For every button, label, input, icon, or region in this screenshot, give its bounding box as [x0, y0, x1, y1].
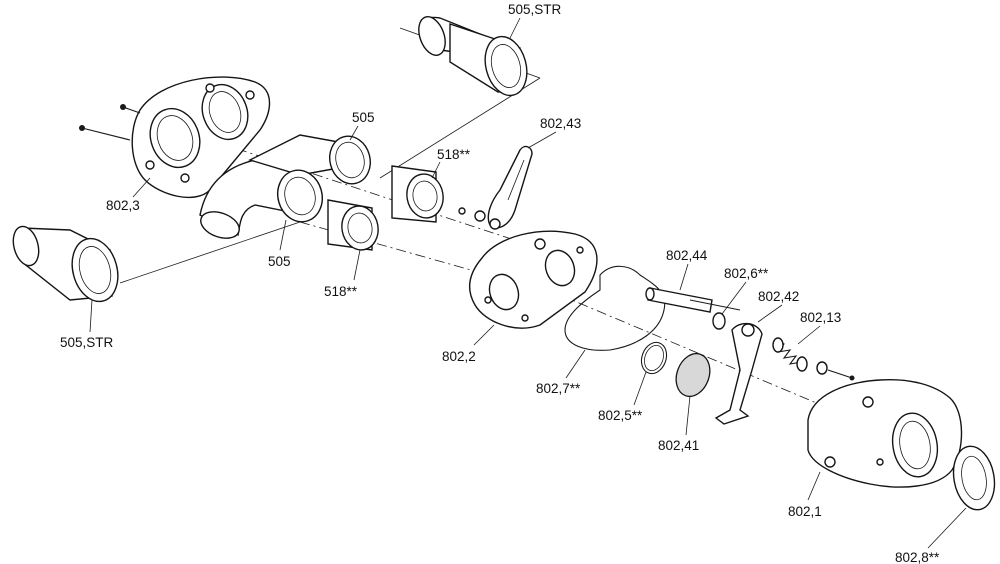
label-802-13: 802,13: [800, 310, 841, 325]
label-505-str-left: 505,STR: [60, 335, 114, 350]
label-802-44: 802,44: [666, 248, 708, 263]
label-802-3: 802,3: [106, 198, 140, 213]
label-505-top: 505: [352, 110, 375, 125]
screw-washer: [458, 207, 486, 222]
ring-802-6: [712, 312, 726, 330]
label-505-bottom: 505: [268, 254, 291, 269]
label-802-8: 802,8**: [895, 550, 940, 564]
part-labels: 505,STR 505,STR 505 505 518** 518** 802,…: [60, 2, 940, 564]
valve-seat-518-top: [391, 165, 444, 223]
hose-tail-left: [12, 225, 119, 303]
gasket-802-7: [564, 265, 666, 351]
seal-802-8: [952, 445, 996, 511]
label-802-6: 802,6**: [724, 266, 769, 281]
label-802-1: 802,1: [788, 504, 822, 519]
oring-802-5: [640, 341, 668, 375]
label-802-7: 802,7**: [536, 381, 581, 396]
shaft-802-44: [645, 287, 741, 313]
handle-802-42: [714, 323, 763, 425]
elbow-505: [199, 134, 371, 239]
lever-802-43: [487, 145, 533, 230]
label-802-5: 802,5**: [598, 408, 643, 423]
label-leaders: [89, 17, 967, 549]
label-802-42: 802,42: [758, 289, 799, 304]
hose-tail-top: [418, 16, 528, 97]
valve-seat-518-bottom: [327, 199, 379, 251]
plate-802-2: [468, 230, 598, 329]
label-802-43: 802,43: [540, 116, 581, 131]
spring-802-13: [772, 337, 855, 381]
label-802-2: 802,2: [442, 349, 476, 364]
label-802-41: 802,41: [658, 438, 699, 453]
cover-802-1: [807, 378, 963, 488]
label-518-bottom: 518**: [324, 284, 358, 299]
label-518-top: 518**: [437, 147, 471, 162]
diaphragm-802-41: [675, 352, 711, 398]
manifold-802-3: [79, 76, 271, 199]
label-505-str-top: 505,STR: [508, 2, 562, 17]
